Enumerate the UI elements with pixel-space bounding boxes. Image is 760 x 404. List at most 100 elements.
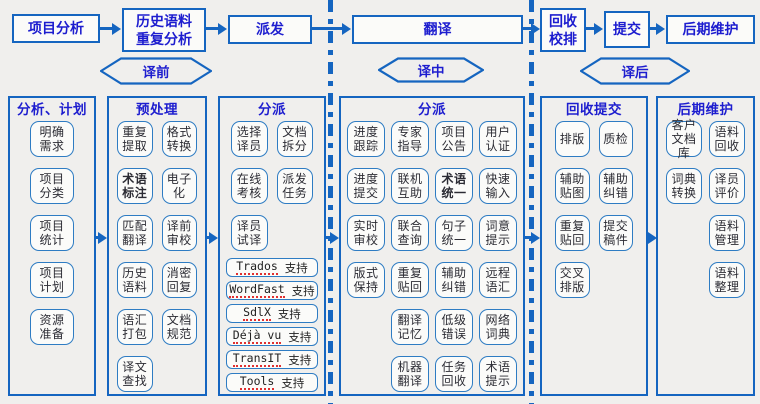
flow-node-label: 回收	[549, 12, 577, 29]
column-translation-dispatch: 分派 进度跟踪专家指导项目公告用户认证进度提交联机互助术语统一快速输入实时审校联…	[339, 96, 525, 396]
feature-box-label: 转换	[166, 139, 192, 153]
hexagon-icon	[378, 57, 484, 83]
feature-box-label: 实时	[353, 218, 379, 233]
feature-box-label: 审校	[353, 233, 379, 247]
feature-box-label: 翻译	[122, 233, 148, 247]
feature-box: 质检	[598, 121, 633, 157]
flow-node-label: 历史语料	[136, 12, 192, 29]
feature-box-label: 联合	[397, 218, 423, 233]
feature-box: 联机互助	[391, 168, 429, 204]
feature-box-label: 纠错	[441, 280, 467, 294]
tool-support-suffix: 支持	[274, 375, 305, 390]
feature-box-label: 重复	[397, 265, 423, 280]
feature-box-label: 回复	[166, 280, 192, 294]
feature-box-label: 贴回	[559, 233, 585, 247]
feature-box-label: 输入	[485, 186, 511, 200]
feature-box-label: 任务	[282, 186, 308, 200]
feature-box: 译员试译	[231, 215, 268, 251]
feature-box-label: 词典	[671, 171, 697, 186]
feature-box-label: 整理	[714, 280, 740, 294]
feature-box-label: 用户	[485, 124, 511, 139]
tool-support-box: Tools 支持	[226, 373, 318, 392]
feature-box-label: 保持	[353, 280, 379, 294]
feature-box-label: 翻译	[397, 374, 423, 388]
column-cells: 选择译员文档拆分在线考核派发任务译员试译	[220, 119, 324, 253]
feature-box: 排版	[555, 121, 590, 157]
arrow-right-icon	[312, 22, 351, 35]
column-title: 分派	[258, 102, 286, 117]
feature-box-label: 项目	[39, 218, 65, 233]
feature-box: 消密回复	[161, 262, 197, 298]
feature-box: 语料回收	[709, 121, 745, 157]
flow-node-project-analysis: 项目分析	[12, 14, 100, 43]
arrow-right-icon	[523, 22, 540, 35]
feature-box-label: 进度	[353, 171, 379, 186]
flow-node-dispatch: 派发	[228, 15, 312, 44]
feature-box-label: 贴图	[559, 186, 585, 200]
tool-name: Déjà vu	[232, 328, 282, 344]
feature-box-label: 统一	[441, 186, 467, 200]
feature-box-label: 专家	[397, 124, 423, 139]
flow-node-label: 重复分析	[136, 31, 192, 47]
feature-box-label: 拆分	[282, 139, 308, 153]
feature-box-label: 选择	[236, 124, 262, 139]
feature-box-label: 认证	[485, 139, 511, 153]
feature-box-label: 在线	[236, 171, 262, 186]
feature-box-label: 译员	[714, 171, 740, 186]
feature-box-label: 质检	[603, 131, 629, 146]
column-title: 回收提交	[566, 102, 622, 117]
feature-box: 实时审校	[347, 215, 385, 251]
feature-box: 电子化	[161, 168, 197, 204]
feature-box-label: 低级	[441, 312, 467, 327]
feature-box-label: 派发	[282, 171, 308, 186]
phase-divider-dashed-line-1	[328, 0, 333, 404]
feature-box: 任务回收	[435, 356, 473, 392]
feature-box: 提交稿件	[598, 215, 633, 251]
tool-support-suffix: 支持	[281, 329, 312, 344]
feature-box-label: 译文	[122, 359, 148, 374]
feature-box: 辅助贴图	[555, 168, 590, 204]
feature-box: 辅助纠错	[435, 262, 473, 298]
tool-support-box: Déjà vu 支持	[226, 327, 318, 346]
phase-badge-post-translation: 译后	[580, 57, 690, 85]
flow-node-collect-proofread: 回收校排	[540, 8, 586, 52]
feature-box-label: 回收	[714, 139, 740, 153]
feature-box-label: 语汇	[122, 312, 148, 327]
column-cells: 进度跟踪专家指导项目公告用户认证进度提交联机互助术语统一快速输入实时审校联合查询…	[341, 119, 523, 394]
phase-label: 译前	[142, 65, 170, 80]
feature-box-label: 交叉	[559, 265, 585, 280]
feature-box-label: 译员	[236, 139, 262, 153]
feature-box: 术语统一	[435, 168, 473, 204]
column-analysis-planning: 分析、计划 明确需求项目分类项目统计项目计划资源准备	[8, 96, 96, 396]
feature-box-label: 文档库	[671, 131, 697, 161]
column-title: 后期维护	[677, 102, 734, 117]
feature-box: 项目统计	[30, 215, 74, 251]
feature-box-label: 快速	[485, 171, 511, 186]
column-cells: 排版质检辅助贴图辅助纠错重复贴回提交稿件交叉排版	[542, 119, 646, 300]
feature-box-label: 译员	[236, 218, 262, 233]
feature-box-label: 词典	[485, 327, 511, 341]
feature-box: 匹配翻译	[117, 215, 153, 251]
tool-name: SdlX	[243, 305, 271, 321]
tool-support-box: SdlX 支持	[226, 304, 318, 323]
arrow-right-icon	[206, 22, 227, 35]
feature-box-label: 转换	[671, 186, 697, 200]
feature-box-label: 错误	[441, 327, 467, 341]
feature-box-label: 计划	[39, 280, 65, 294]
feature-box: 资源准备	[30, 309, 74, 345]
arrow-right-icon	[650, 22, 665, 35]
feature-box-label: 标注	[122, 186, 148, 200]
feature-box-label: 提交	[353, 186, 379, 200]
feature-box-label: 统计	[39, 233, 65, 247]
feature-box: 重复贴回	[555, 215, 590, 251]
feature-box-label: 语料	[122, 280, 148, 294]
feature-box-label: 明确	[39, 124, 65, 139]
feature-box-label: 统一	[441, 233, 467, 247]
feature-box-label: 翻译	[397, 312, 423, 327]
feature-box-label: 项目	[39, 265, 65, 280]
flow-node-label: 派发	[256, 21, 284, 38]
feature-box: 快速输入	[479, 168, 517, 204]
feature-box-label: 语汇	[485, 280, 511, 294]
tool-support-suffix: 支持	[284, 283, 315, 298]
